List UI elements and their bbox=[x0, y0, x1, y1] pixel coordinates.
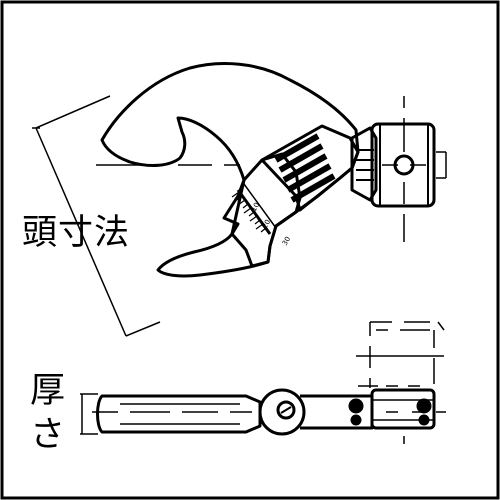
head-size-dimension bbox=[32, 95, 161, 337]
wrench-side-view bbox=[96, 388, 436, 436]
scale-label-20: 20 bbox=[261, 218, 272, 230]
jaw-scale-ticks bbox=[231, 191, 267, 233]
thickness-label-bottom: さ bbox=[30, 415, 66, 455]
scale-labels: 10 20 30 bbox=[250, 201, 292, 247]
scale-label-30: 30 bbox=[281, 235, 292, 247]
wrench-head-top-view bbox=[100, 62, 436, 278]
thickness-label-top: 厚 bbox=[30, 371, 66, 411]
side-view-hidden-lines bbox=[356, 321, 445, 444]
head-size-label: 頭寸法 bbox=[22, 213, 131, 253]
scale-label-10: 10 bbox=[250, 201, 261, 213]
centerlines-top bbox=[96, 96, 447, 242]
thickness-dimension bbox=[80, 393, 98, 435]
